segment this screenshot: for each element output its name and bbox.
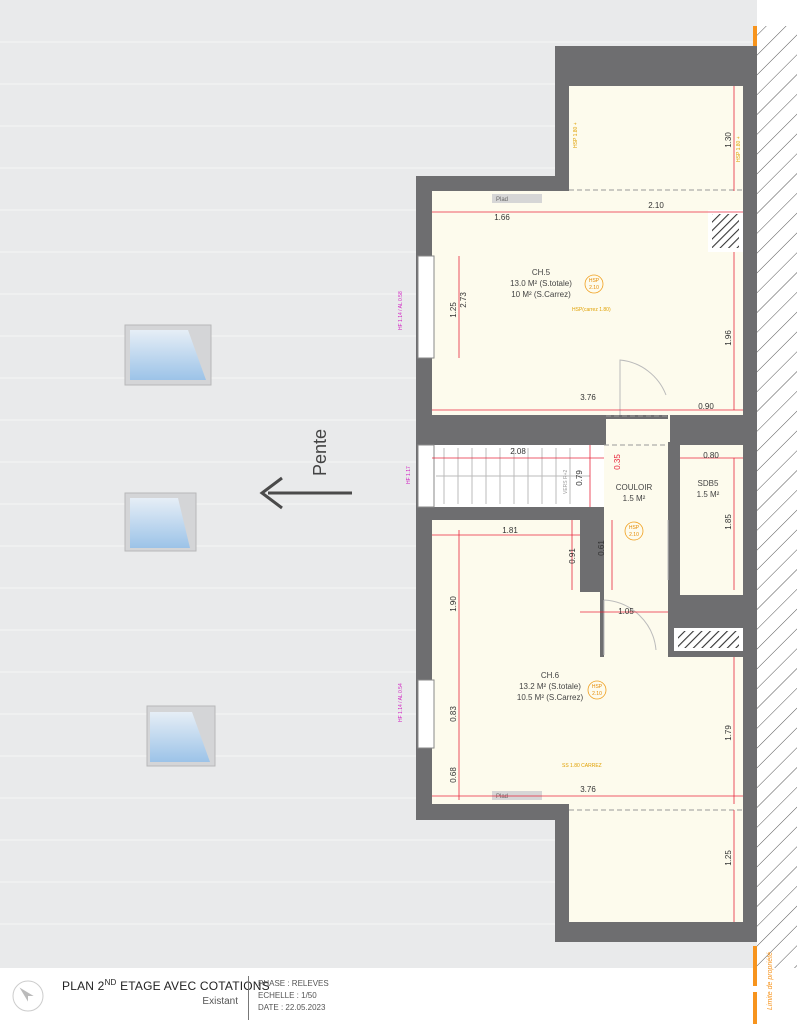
svg-text:HSP: HSP (589, 278, 600, 284)
window-ch5-mark: HF 1.14 / AL 0.58 (398, 291, 404, 330)
title-divider (248, 976, 249, 1020)
ch5-floor-top (569, 86, 743, 191)
window-stairs-mark: HF 1.17 (406, 466, 412, 484)
phase-text: PHASE : RELEVES (258, 979, 329, 988)
door-ch6 (603, 599, 657, 655)
wall-stair-top (416, 415, 606, 445)
dim-179: 1.79 (724, 725, 733, 741)
dimension-lines (432, 86, 743, 922)
ch5-name: CH.5 (532, 268, 551, 277)
ch6-area-total: 13.2 M² (S.totale) (519, 682, 581, 691)
ch5-floor (432, 191, 743, 415)
hsp-ch5: HSP 2.10 (584, 274, 604, 294)
couloir-area: 1.5 M² (623, 494, 646, 503)
stairs (436, 448, 590, 504)
hsp-ch6: HSP 2.10 (587, 680, 607, 700)
dim-181: 1.81 (502, 526, 518, 535)
ch5-area-carrez: 10 M² (S.Carrez) (511, 290, 571, 299)
plan-subtitle: Existant (202, 996, 238, 1007)
sdb5-name: SDB5 (698, 479, 719, 488)
ch6-area-carrez: 10.5 M² (S.Carrez) (517, 693, 584, 702)
svg-text:HSP: HSP (592, 684, 603, 690)
dim-105: 1.05 (618, 607, 634, 616)
sdb5-area: 1.5 M² (697, 490, 720, 499)
plan-title: PLAN 2ND ETAGE AVEC COTATIONS (62, 978, 270, 993)
pente-label: Pente (310, 429, 330, 476)
dim-210: 2.10 (648, 201, 664, 210)
dim-035: 0.35 (613, 454, 622, 470)
plan-meta: PHASE : RELEVES ECHELLE : 1/50 DATE : 22… (258, 978, 329, 1014)
window-stairs (417, 444, 435, 508)
window-ch6 (417, 679, 435, 749)
svg-text:2.10: 2.10 (629, 532, 639, 538)
skylight-3 (146, 705, 216, 767)
dim-166: 1.66 (494, 213, 510, 222)
wall-stair-bottom (416, 507, 604, 520)
hsp-carrez-ch5: HSP(carrez 1.80) (572, 307, 611, 313)
ch6-floor-bottom (569, 804, 743, 922)
dim-068: 0.68 (449, 767, 458, 783)
hsp-couloir: HSP 2.10 (624, 521, 644, 541)
wall-sdb-left (668, 442, 680, 595)
stairs-label: VERS R+2 (563, 469, 569, 494)
placard-bottom-label: Plad (496, 794, 508, 800)
dim-083: 0.83 (449, 706, 458, 722)
dim-090: 0.90 (698, 402, 714, 411)
limite-propriete-label: Limite de propriété (767, 952, 774, 1010)
dim-125b: 1.25 (724, 850, 733, 866)
svg-text:2.10: 2.10 (592, 691, 602, 697)
north-arrow-icon (12, 980, 44, 1012)
skylight-1 (124, 324, 212, 386)
svg-text:HSP: HSP (629, 525, 640, 531)
placard-top-label: Plad (496, 197, 508, 203)
couloir-name: COULOIR (616, 483, 653, 492)
sdb5-floor (680, 445, 743, 595)
ch6-floor (432, 520, 743, 804)
door-ch5 (619, 359, 667, 415)
dim-125a: 1.25 (449, 302, 458, 318)
ch6-name: CH.6 (541, 671, 560, 680)
couloir-floor (604, 415, 668, 657)
ch5-area-total: 13.0 M² (S.totale) (510, 279, 572, 288)
window-ch6-mark: HF 1.14 / AL 0.54 (398, 683, 404, 722)
wall-ch6-stub (580, 512, 602, 592)
dim-061: 0.61 (597, 540, 606, 556)
title-block: PLAN 2ND ETAGE AVEC COTATIONS Existant P… (0, 968, 760, 1024)
hsp-line-top: HSP 1.80 + (573, 122, 579, 148)
dim-080: 0.80 (703, 451, 719, 460)
dim-079: 0.79 (575, 470, 584, 486)
window-ch5 (417, 255, 435, 359)
dim-273: 2.73 (459, 292, 468, 308)
dim-185: 1.85 (724, 514, 733, 530)
placard-top (492, 194, 542, 203)
dim-130: 1.30 (724, 132, 733, 148)
dim-208: 2.08 (510, 447, 526, 456)
dim-190: 1.90 (449, 596, 458, 612)
hsp-line-top-right: HSP 1.80 + (736, 136, 742, 162)
hsp-carrez-ch6: SS 1.80 CARREZ (562, 763, 602, 769)
dim-376b: 3.76 (580, 785, 596, 794)
date-text: DATE : 22.05.2023 (258, 1003, 326, 1012)
skylight-2 (124, 492, 197, 552)
pente-arrow (259, 476, 352, 510)
svg-text:2.10: 2.10 (589, 285, 599, 291)
slope-lines (569, 189, 743, 811)
dim-196: 1.96 (724, 330, 733, 346)
dim-376a: 3.76 (580, 393, 596, 402)
dim-091: 0.91 (568, 548, 577, 564)
placard-bottom (492, 791, 542, 800)
echelle-text: ECHELLE : 1/50 (258, 991, 317, 1000)
wall-corridor-top (606, 415, 668, 419)
